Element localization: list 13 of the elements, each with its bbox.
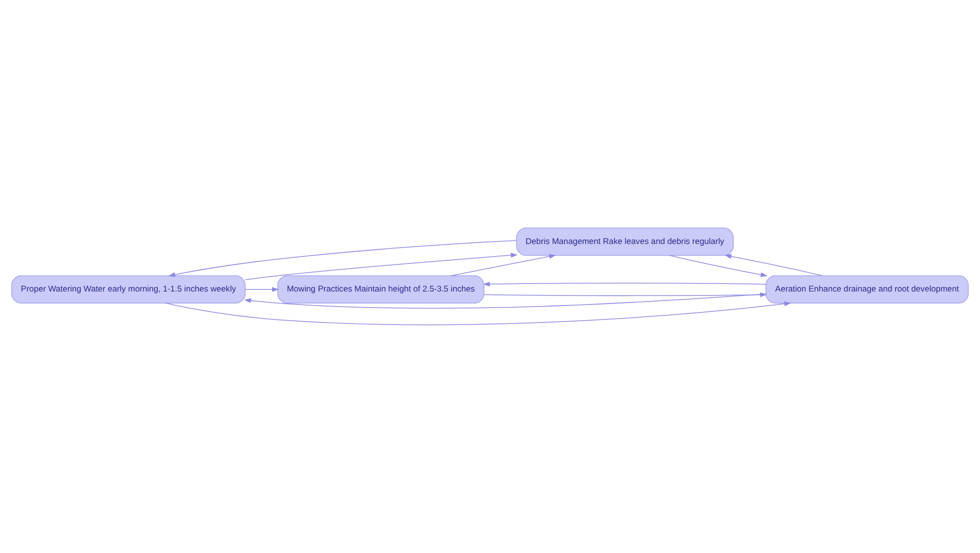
arrow (168, 240, 517, 277)
node-box: Proper Watering Water early morning, 1-1.5 inches weekly (11, 275, 246, 304)
arrow (244, 252, 518, 280)
node-box: Mowing Practices Maintain height of 2.5-3.5 inches (277, 275, 484, 304)
arrow (669, 254, 768, 278)
arrow (724, 254, 823, 276)
arrow (165, 301, 792, 326)
node-box: Debris Management Rake leaves and debris regularly (516, 228, 734, 256)
arrow (244, 294, 766, 309)
arrow (245, 287, 279, 292)
node-box: Aeration Enhance drainage and root development (766, 275, 969, 304)
arrow (482, 282, 766, 287)
arrow (450, 254, 556, 276)
